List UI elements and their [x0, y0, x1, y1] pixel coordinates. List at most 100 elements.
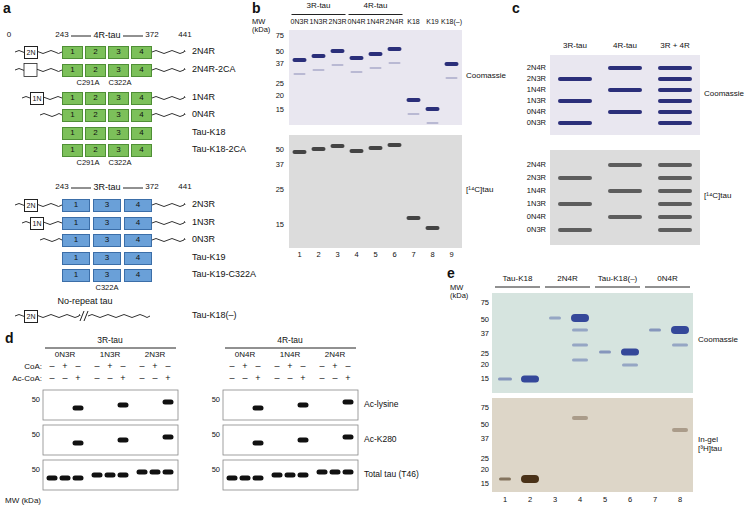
4r-repeat-box: 2 — [85, 64, 106, 77]
mw-marker: 50 — [212, 431, 220, 439]
band-label: 1N4R — [527, 187, 546, 195]
blot-label: Ac-lysine — [364, 400, 398, 409]
repeat-number: 3 — [105, 201, 109, 209]
repeat-number: 1 — [74, 254, 78, 262]
gel-band — [330, 470, 341, 475]
gel-band — [658, 215, 692, 219]
gel-band — [572, 344, 588, 347]
western-blot — [43, 390, 178, 420]
treatment-sign: – — [94, 362, 99, 372]
group-label: 2N4R — [557, 275, 577, 284]
gel-band — [658, 121, 692, 125]
mw-marker: 50 — [32, 396, 40, 404]
treatment-sign: – — [139, 374, 144, 384]
gel-band — [317, 470, 328, 475]
gel-band — [558, 77, 592, 81]
3r-repeat-box: 3 — [93, 199, 121, 212]
treatment-sign: – — [139, 362, 144, 372]
3r-repeat-box: 1 — [62, 234, 90, 247]
4r-repeat-box: 3 — [108, 92, 129, 105]
4r-repeat-box: 2 — [85, 144, 106, 157]
tau-chain-line — [152, 204, 185, 207]
gel-band — [658, 66, 692, 70]
treatment-sign: + — [345, 374, 350, 384]
group-label: 4R-tau — [363, 2, 387, 11]
fluorograph-gel — [492, 398, 693, 492]
4r-repeat-box: 2 — [85, 46, 106, 59]
n-terminal-box: 1N — [30, 217, 44, 230]
mw-marker: 20 — [481, 361, 489, 369]
4r-repeat-box: 4 — [131, 127, 152, 140]
treatment-sign: + — [152, 362, 157, 372]
position-number: 243 — [55, 183, 68, 192]
gel-band — [521, 376, 539, 383]
n-terminal-box: 2N — [24, 199, 38, 212]
treatment-sign: + — [255, 374, 260, 384]
repeat-number: 4 — [139, 146, 143, 154]
autoradiograph-gel — [289, 135, 462, 248]
gel-band — [331, 144, 345, 148]
construct-name: 1N4R — [192, 93, 215, 103]
lane-number: 6 — [392, 251, 396, 259]
n-terminal-box: 2N — [24, 46, 38, 59]
treatment-sign: – — [229, 362, 234, 372]
gel-band — [608, 215, 642, 219]
lane-label: 2N3R — [145, 351, 165, 360]
group-label: Tau-K18(–) — [598, 275, 638, 284]
construct-name: Tau-K19-C322A — [192, 270, 256, 280]
repeat-number: 1 — [74, 271, 78, 279]
gel-band — [163, 470, 174, 475]
repeat-number: 1 — [70, 94, 74, 102]
repeat-number: 3 — [116, 94, 120, 102]
group-bracket — [349, 14, 403, 15]
treatment-sign: – — [75, 362, 80, 372]
panel-letter: d — [5, 331, 14, 346]
lane-label: 1N3R — [310, 18, 328, 26]
4r-repeat-box: 3 — [108, 46, 129, 59]
3r-repeat-box: 3 — [93, 217, 121, 230]
region-bracket — [71, 36, 91, 37]
gel-band — [407, 98, 421, 102]
mw-marker: 75 — [276, 32, 284, 40]
repeat-number: 1 — [70, 66, 74, 74]
gel-band — [312, 54, 326, 58]
mw-marker: 15 — [276, 221, 284, 229]
treatment-sign: – — [255, 362, 260, 372]
gel-band — [427, 122, 439, 124]
treatment-sign: + — [62, 362, 67, 372]
group-bracket — [45, 348, 176, 349]
group-label: No-repeat tau — [57, 297, 112, 307]
3r-repeat-box: 1 — [62, 269, 90, 282]
treatment-sign: – — [120, 362, 125, 372]
treatment-sign: – — [287, 374, 292, 384]
4r-repeat-box: 1 — [62, 109, 83, 122]
treatment-sign: – — [300, 362, 305, 372]
construct-name: 2N4R-2CA — [192, 65, 236, 75]
gel-band — [118, 403, 129, 408]
domain-label: 1N — [33, 95, 42, 102]
tau-chain-line — [152, 51, 185, 54]
group-bracket — [545, 287, 590, 288]
band-label: 2N3R — [527, 174, 546, 182]
stain-label: [¹⁴C]tau — [466, 186, 493, 195]
gel-band — [388, 143, 402, 147]
gel-band — [558, 202, 592, 206]
lane-label: 0N4R — [235, 351, 255, 360]
gel-band — [558, 121, 592, 125]
mw-marker: 50 — [212, 466, 220, 474]
gel-band — [150, 470, 161, 475]
break-mark — [80, 311, 84, 321]
band-label: 0N4R — [527, 108, 546, 116]
mw-marker: 50 — [276, 48, 284, 56]
repeat-number: 4 — [139, 48, 143, 56]
n-terminal-box: 1N — [30, 92, 44, 105]
lane-label: K19 — [426, 18, 438, 26]
4r-repeat-box: 2 — [85, 127, 106, 140]
lane-number: 2 — [528, 496, 532, 504]
gel-band — [73, 406, 84, 411]
gel-band — [658, 189, 692, 193]
stain-label: Coomassie — [698, 336, 738, 345]
repeat-number: 1 — [70, 129, 74, 137]
3r-repeat-box: 4 — [124, 217, 152, 230]
